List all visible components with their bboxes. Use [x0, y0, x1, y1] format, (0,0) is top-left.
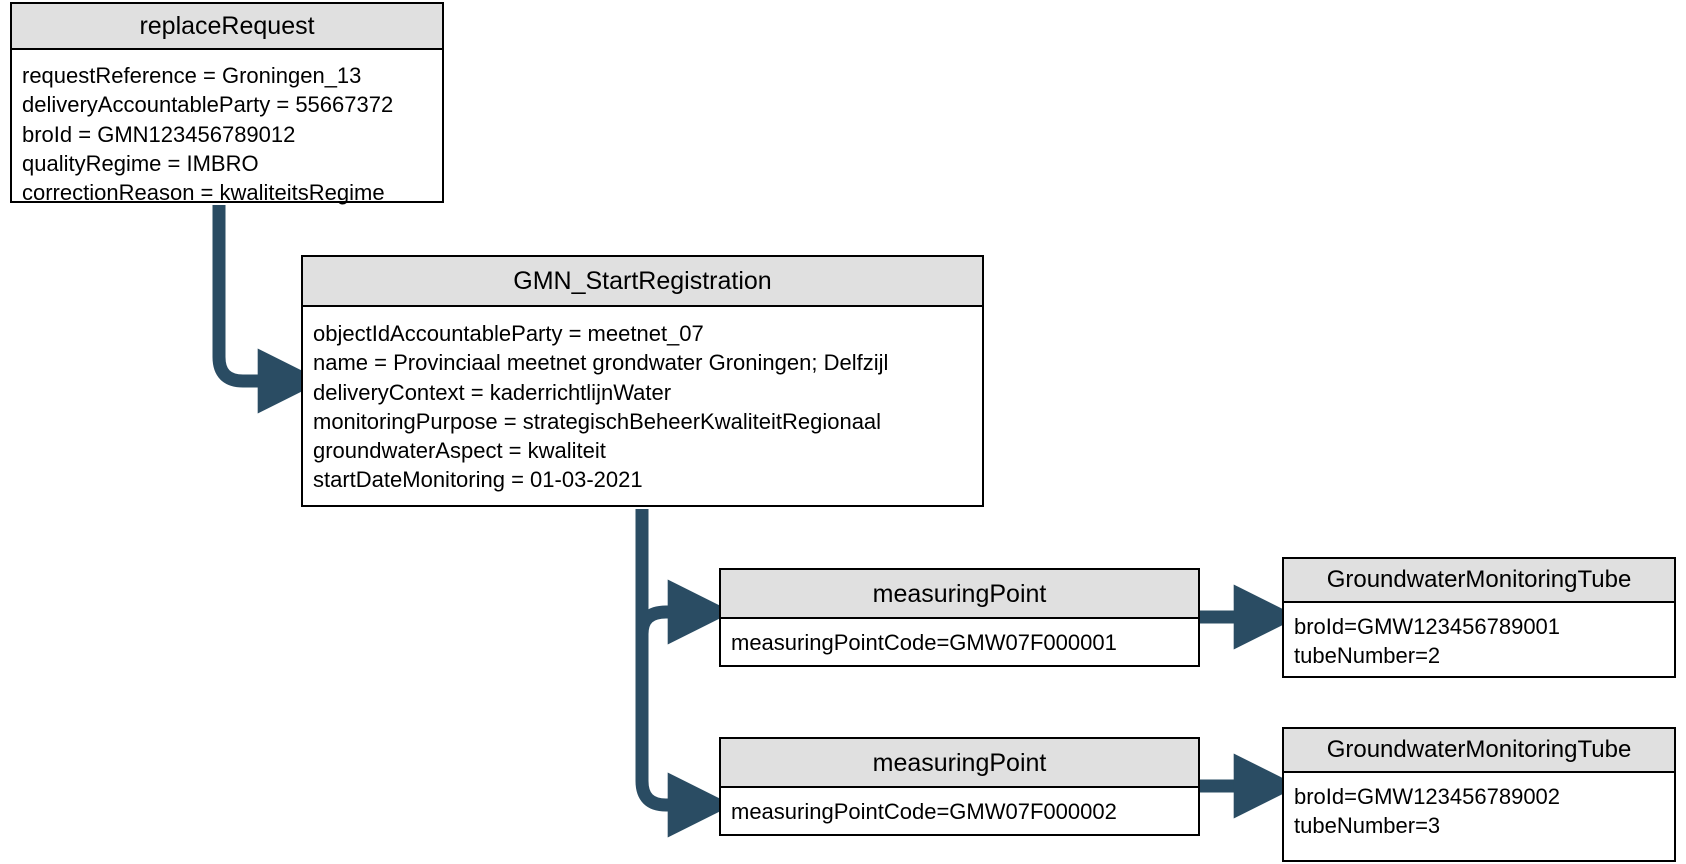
node-measuring-point-1-attributes: measuringPointCode=GMW07F000001 — [721, 619, 1198, 667]
attribute-row: broId=GMW123456789002 — [1294, 784, 1561, 809]
connector-gmn-start-to-measuring-point-1 — [635, 579, 733, 645]
node-groundwater-monitoring-tube-1[interactable]: GroundwaterMonitoringTube broId=GMW12345… — [1282, 557, 1676, 678]
node-replace-request-attributes: requestReference = Groningen_13 delivery… — [12, 50, 442, 217]
attribute-row: startDateMonitoring = 01-03-2021 — [313, 467, 643, 493]
attribute-row: objectIdAccountableParty = meetnet_07 — [313, 321, 704, 346]
attribute-row: measuringPointCode=GMW07F000001 — [731, 630, 1117, 655]
node-groundwater-monitoring-tube-2-attributes: broId=GMW123456789002 tubeNumber=3 — [1284, 773, 1674, 851]
node-groundwater-monitoring-tube-2-title: GroundwaterMonitoringTube — [1284, 729, 1674, 773]
attribute-row: deliveryContext = kaderrichtlijnWater — [313, 379, 672, 405]
node-measuring-point-2[interactable]: measuringPoint measuringPointCode=GMW07F… — [719, 737, 1200, 836]
attribute-row: tubeNumber=3 — [1294, 813, 1441, 839]
attribute-row: monitoringPurpose = strategischBeheerKwa… — [313, 408, 882, 434]
node-measuring-point-1-title: measuringPoint — [721, 570, 1198, 619]
attribute-row: tubeNumber=2 — [1294, 643, 1441, 669]
node-groundwater-monitoring-tube-1-title: GroundwaterMonitoringTube — [1284, 559, 1674, 603]
node-replace-request-title: replaceRequest — [12, 4, 442, 50]
attribute-row: requestReference = Groningen_13 — [22, 63, 362, 88]
attribute-row: name = Provinciaal meetnet grondwater Gr… — [313, 350, 889, 376]
attribute-row: deliveryAccountableParty = 55667372 — [22, 92, 394, 118]
attribute-row: qualityRegime = IMBRO — [22, 150, 259, 176]
node-groundwater-monitoring-tube-1-attributes: broId=GMW123456789001 tubeNumber=2 — [1284, 603, 1674, 681]
node-replace-request[interactable]: replaceRequest requestReference = Gronin… — [10, 2, 444, 205]
node-measuring-point-2-title: measuringPoint — [721, 739, 1198, 788]
connector-gmn-start-trunk — [635, 509, 733, 838]
attribute-row: correctionReason = kwaliteitsRegime — [22, 180, 385, 205]
node-gmn-start-registration[interactable]: GMN_StartRegistration objectIdAccountabl… — [301, 255, 984, 507]
node-gmn-start-registration-title: GMN_StartRegistration — [303, 257, 982, 307]
attribute-row: measuringPointCode=GMW07F000002 — [731, 799, 1117, 824]
node-gmn-start-registration-attributes: objectIdAccountableParty = meetnet_07 na… — [303, 307, 982, 505]
attribute-row: groundwaterAspect = kwaliteit — [313, 438, 606, 463]
connector-replace-request-to-gmn-start — [212, 205, 323, 414]
attribute-row: broId=GMW123456789001 — [1294, 614, 1561, 639]
node-measuring-point-2-attributes: measuringPointCode=GMW07F000002 — [721, 788, 1198, 836]
node-measuring-point-1[interactable]: measuringPoint measuringPointCode=GMW07F… — [719, 568, 1200, 667]
node-groundwater-monitoring-tube-2[interactable]: GroundwaterMonitoringTube broId=GMW12345… — [1282, 727, 1676, 862]
attribute-row: broId = GMN123456789012 — [22, 121, 296, 147]
